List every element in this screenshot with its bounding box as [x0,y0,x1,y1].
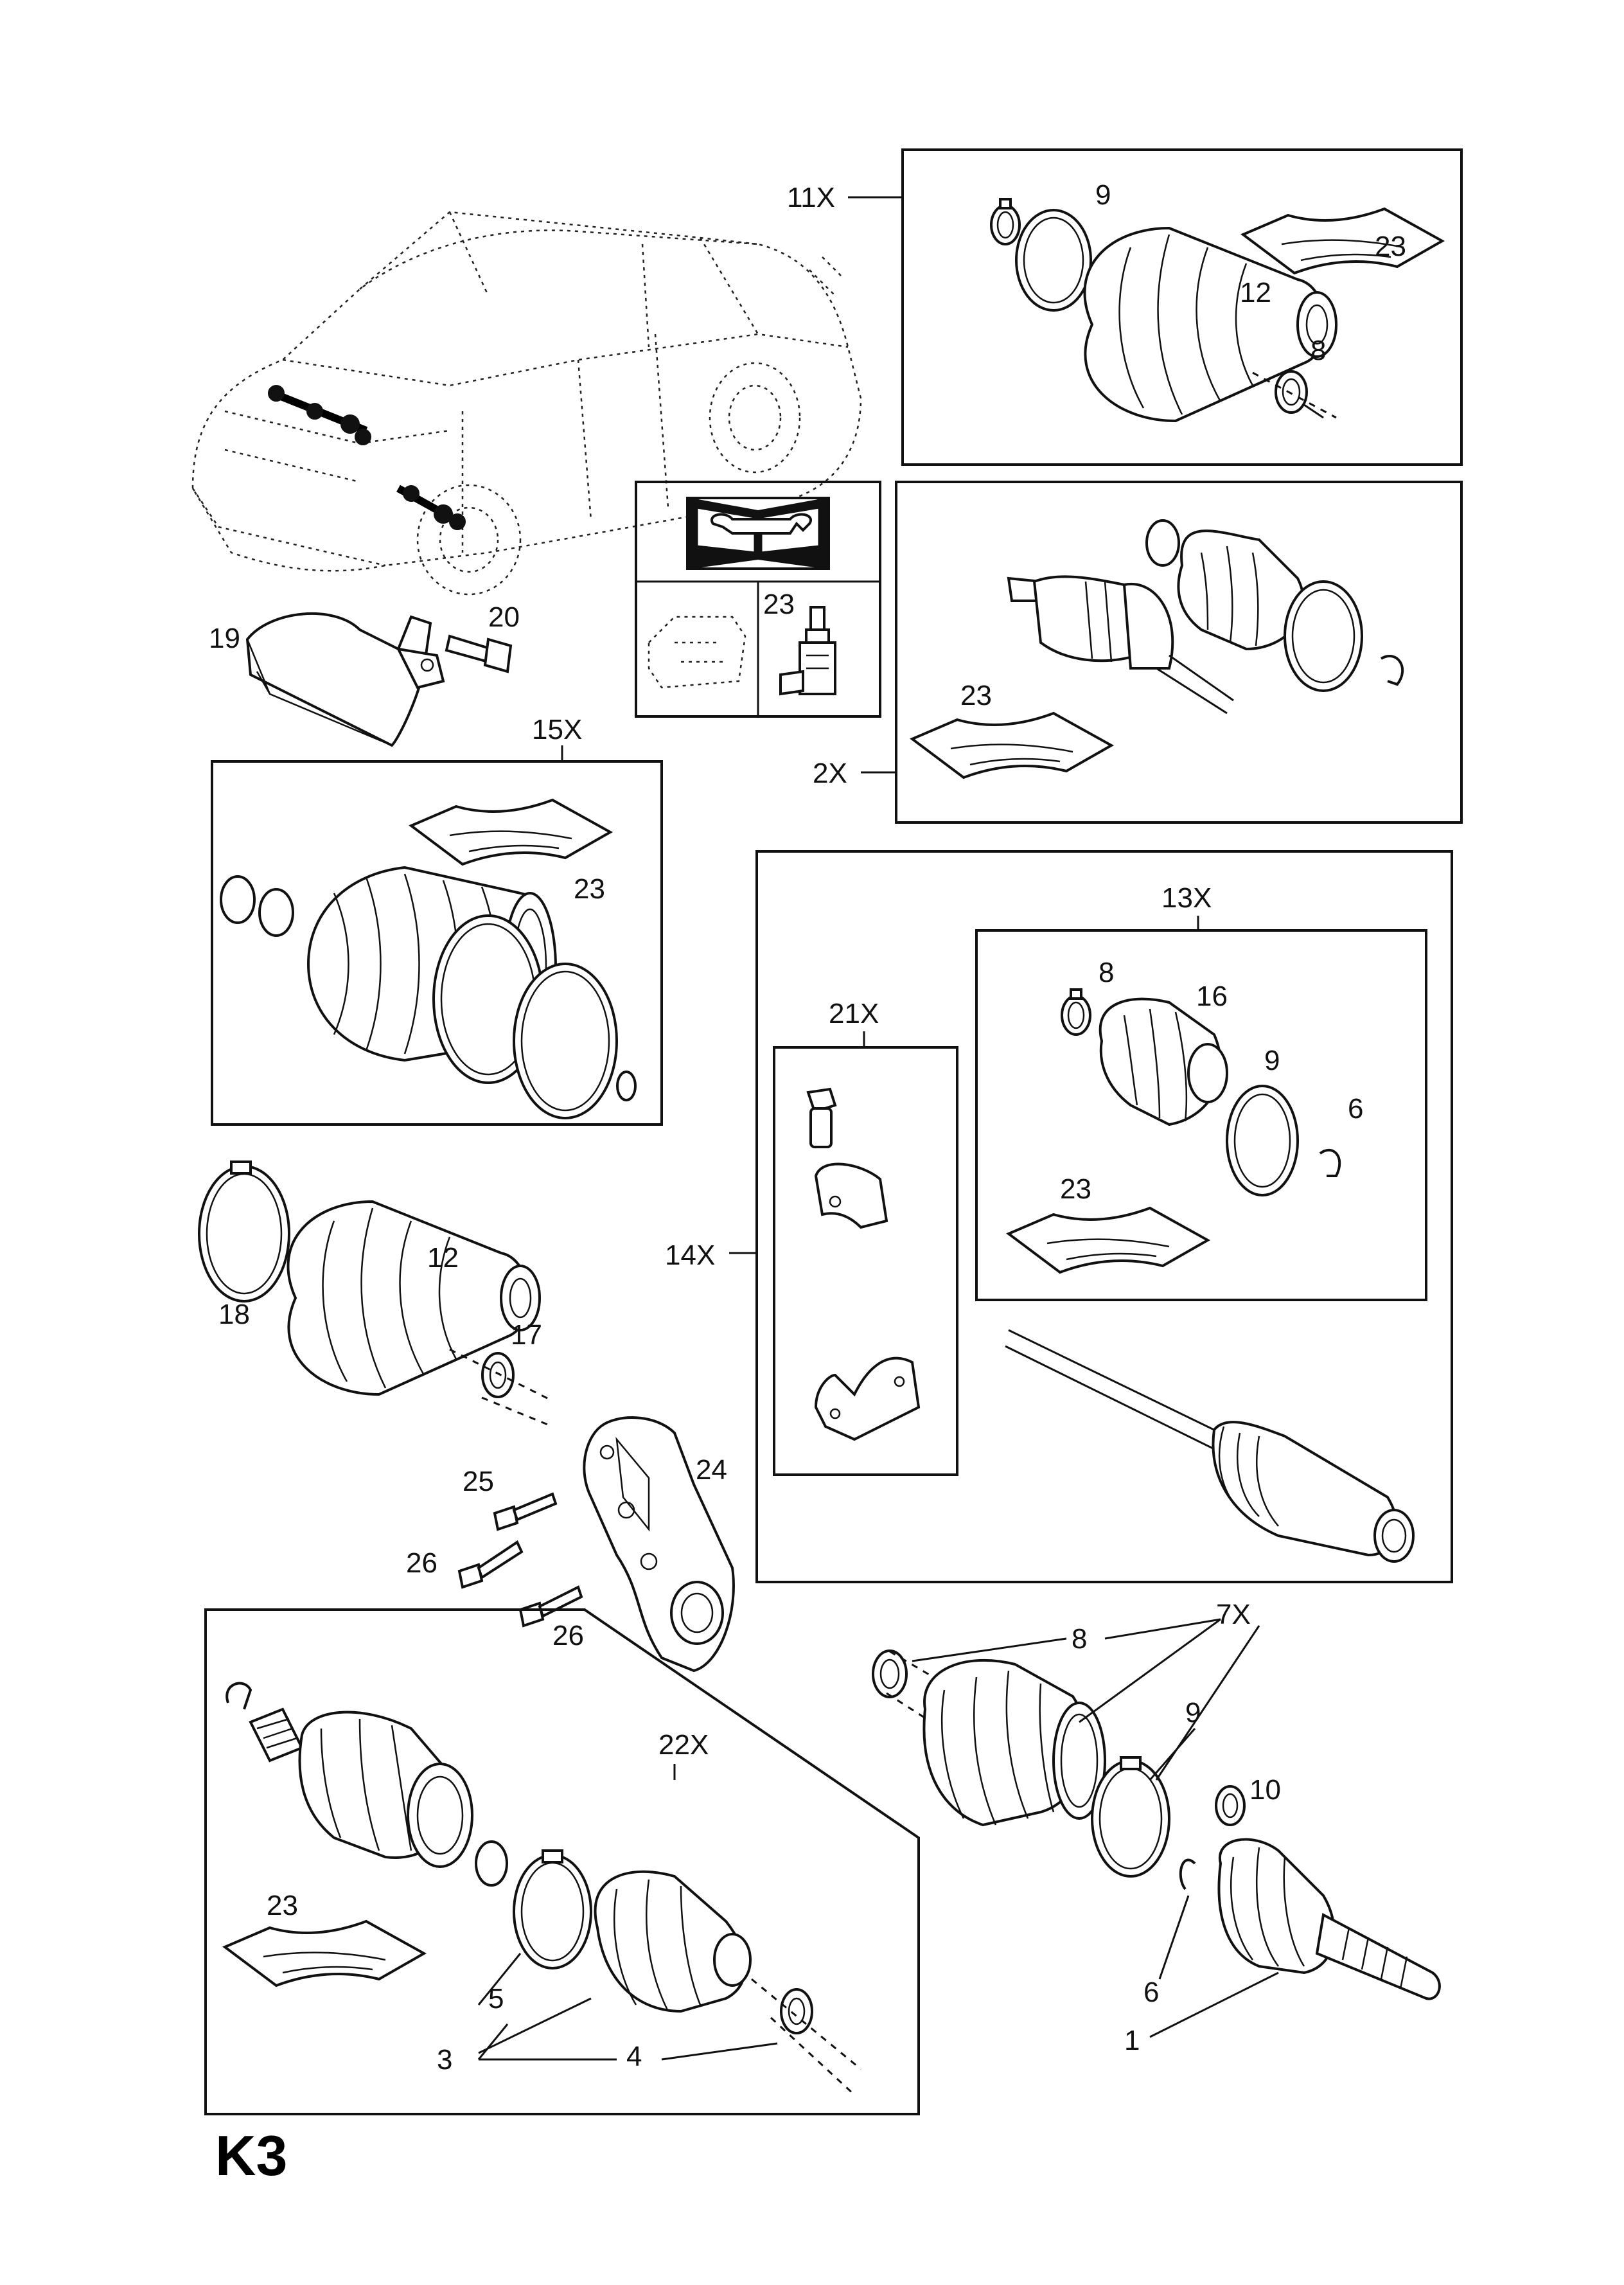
callout-13x-6: 6 [1348,1093,1363,1125]
callout-11x-8: 8 [1311,335,1326,366]
callout-info-23: 23 [763,589,795,620]
callout-13x: 13X [1161,882,1212,914]
kit-11x-box [848,148,1463,466]
callout-11x-12: 12 [1240,277,1271,308]
callout-13x-9: 9 [1264,1045,1280,1076]
highlighted-driveshafts [268,385,466,530]
kit-14x-box [729,850,1453,1583]
book-wrench-icon [686,497,830,570]
part-25-bolt [493,1492,558,1531]
callout-18: 18 [218,1299,250,1330]
part-18-clamp [198,1160,290,1303]
callout-11x-23: 23 [1375,231,1406,262]
callout-24: 24 [696,1454,727,1486]
callout-7x-8: 8 [1072,1623,1087,1655]
callout-15x: 15X [532,714,582,745]
part-17-clip [449,1348,553,1428]
callout-2x-23: 23 [960,680,992,711]
callout-10: 10 [1249,1774,1281,1806]
info-box [635,481,881,718]
callout-26b: 26 [552,1620,584,1651]
part-21x-clamp-lower [814,1356,921,1441]
kit-22x-box [204,1608,920,2115]
callout-15x-23: 23 [574,873,605,905]
part-26-bolt-a [457,1540,524,1589]
kit-7x-group [872,1618,1441,2038]
callout-26a: 26 [406,1547,437,1579]
callout-6b: 6 [1143,1977,1159,2008]
callout-2x: 2X [813,758,847,789]
part-20-bolt [445,634,513,673]
callout-22x: 22X [658,1729,709,1761]
callout-1: 1 [1124,2025,1140,2056]
callout-17: 17 [511,1319,542,1351]
callout-13x-23: 23 [1060,1173,1091,1205]
kit-2x-box [861,481,1463,824]
callout-25: 25 [463,1466,494,1497]
adhesive-tube-icon [779,606,836,696]
callout-19: 19 [209,623,240,654]
callout-21x: 21X [829,998,879,1029]
callout-11x-9: 9 [1095,179,1111,211]
callout-7x-9: 9 [1185,1697,1201,1729]
callout-13x-8: 8 [1099,957,1114,988]
callout-5: 5 [488,1983,504,2014]
callout-20: 20 [488,601,520,633]
callout-14x: 14X [665,1240,715,1271]
page-code: K3 [215,2124,288,2187]
part-21x-bolt [806,1087,837,1148]
callout-7x: 7X [1216,1599,1251,1630]
callout-11x: 11X [787,182,835,213]
part-21x-clamp-upper [814,1162,888,1229]
callout-13x-16: 16 [1196,981,1228,1012]
vehicle-outline [191,211,862,596]
callout-12: 12 [427,1242,459,1274]
callout-22x-23: 23 [267,1890,298,1921]
engine-sketch-icon [648,616,746,689]
part-24-bracket [583,1416,735,1673]
callout-4: 4 [626,2041,642,2072]
part-19-heat-shield [245,612,445,747]
kit-15x-box [211,745,663,1126]
callout-3: 3 [437,2044,452,2076]
